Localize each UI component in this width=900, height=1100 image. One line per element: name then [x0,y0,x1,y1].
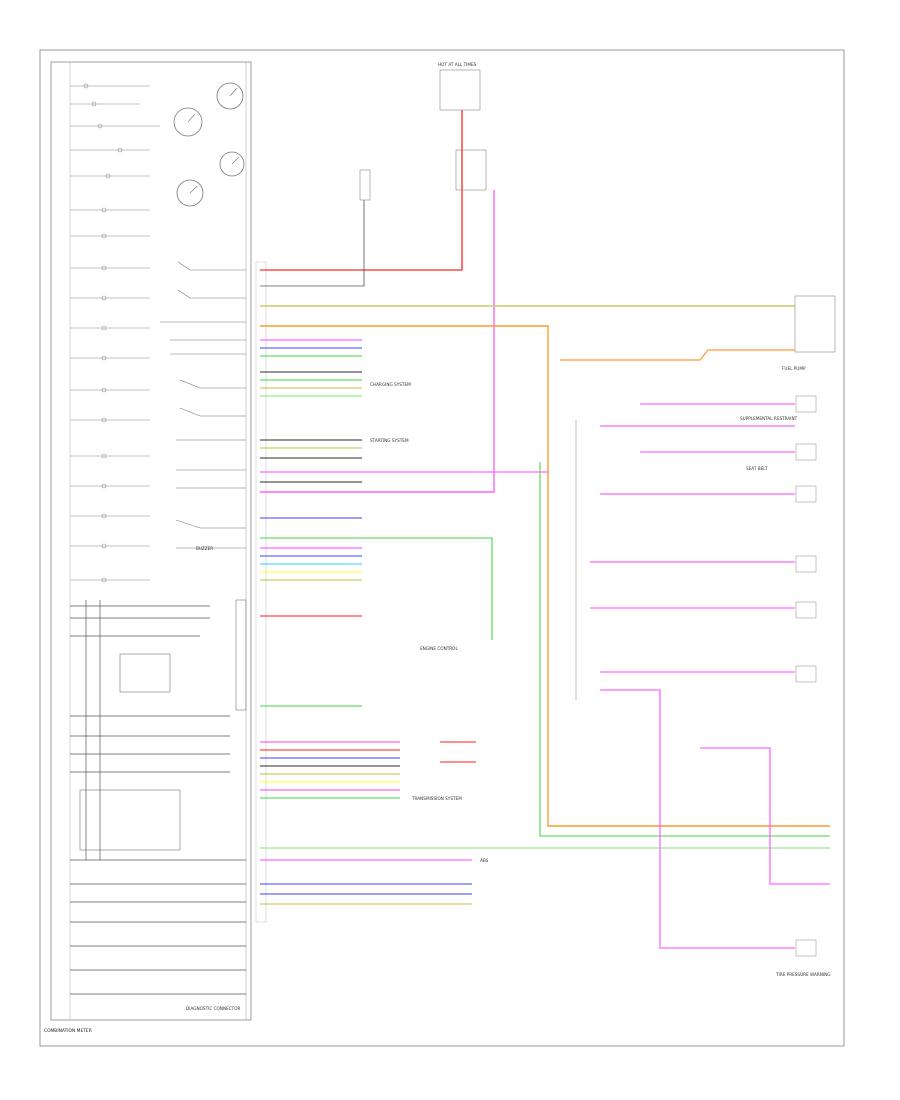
connector-pins [255,261,267,923]
wires-mid-group [260,547,362,707]
speedometer-icon [216,82,244,110]
wires-right-pink [590,403,830,949]
temp-gauge-icon [176,179,204,207]
wire-black-top [260,200,365,287]
charging-system-label: CHARGING SYSTEM [370,382,411,387]
top-fuse-label: HOT AT ALL TIMES [438,62,477,67]
buzzer-label: BUZZER [196,546,213,551]
engine-control-label: ENGINE CONTROL [420,646,458,651]
wire-orange-2 [560,349,795,361]
wires-upper-group [260,339,548,519]
meter-connector [235,599,247,711]
right-components [795,395,817,957]
tachometer-icon [173,107,203,137]
starting-system-label: STARTING SYSTEM [370,438,409,443]
wires-transmission [260,741,476,799]
wire-green [260,537,493,640]
wires-bottom-group [260,859,472,905]
fuel-pump-label: FUEL PUMP [782,366,806,371]
seat-belt-label: SEAT BELT [746,466,768,471]
fuel-pump-box [794,295,836,353]
wire-red [260,110,463,271]
diagnostic-connector-label: DIAGNOSTIC CONNECTOR [186,1006,241,1011]
wire-pink-top [260,190,495,493]
wire-green-long [539,462,830,837]
combination-meter: COMBINATION METER DIAGNOSTIC CONNECTOR B… [44,61,252,1034]
diagram-frame [39,49,845,1047]
airbag-label: SUPPLEMENTAL RESTRAINT [740,416,798,421]
abs-label: ABS [480,858,489,863]
transmission-label: TRANSMISSION SYSTEM [411,796,462,801]
tire-pressure-label: TIRE PRESSURE WARNING [775,972,830,977]
instrument-cluster-label: COMBINATION METER [44,1028,92,1034]
top-fuse-block: HOT AT ALL TIMES [359,62,487,201]
fuel-gauge-icon [219,151,245,177]
wire-orange-1 [260,325,830,827]
